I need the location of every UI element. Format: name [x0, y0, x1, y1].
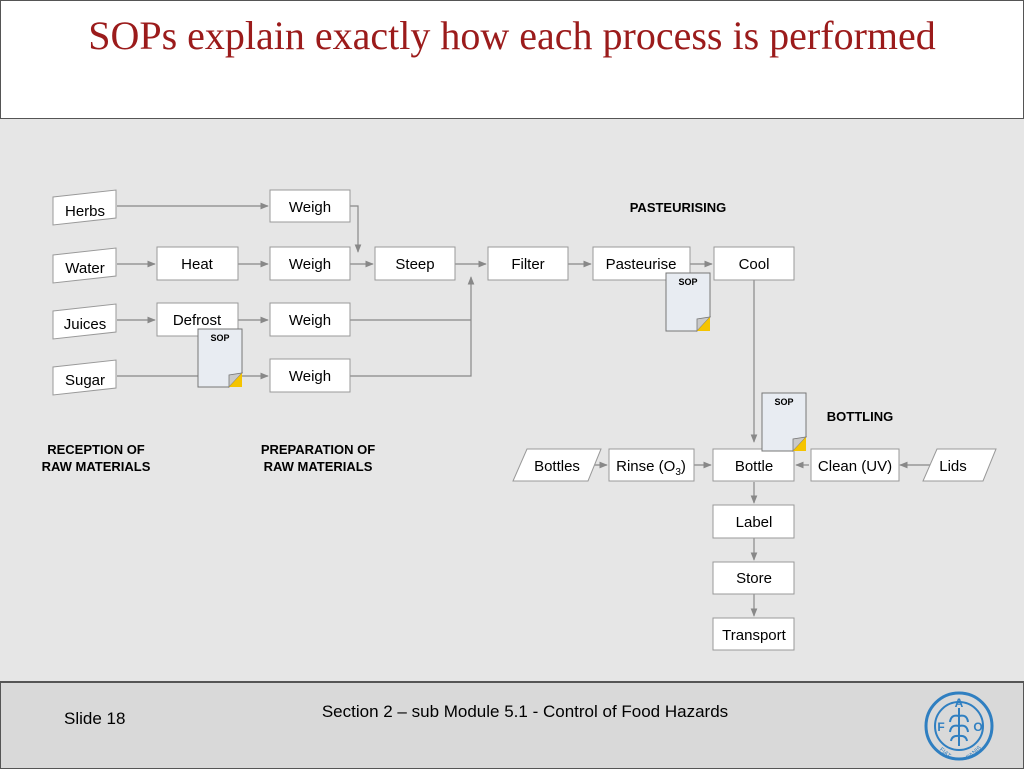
input-water-label: Water: [65, 260, 104, 277]
input-sugar: Sugar: [52, 359, 117, 396]
step-pasteurise: Pasteurise: [592, 246, 691, 281]
input-juices-label: Juices: [64, 316, 107, 333]
sop-document-icon: SOP: [665, 272, 712, 333]
step-cool-label: Cool: [739, 256, 770, 273]
step-weigh-sugar: Weigh: [269, 358, 351, 393]
title-bar: [0, 0, 1024, 120]
input-lids-label: Lids: [939, 458, 967, 475]
logo-letter-f: F: [937, 720, 944, 734]
section-reception-line1: RECEPTION OF: [47, 442, 145, 457]
step-clean: Clean (UV): [810, 448, 900, 482]
step-bottle: Bottle: [712, 448, 795, 482]
step-steep-label: Steep: [395, 256, 434, 273]
step-heat-label: Heat: [181, 256, 214, 273]
step-bottle-label: Bottle: [735, 458, 773, 475]
step-defrost-label: Defrost: [173, 312, 222, 329]
step-clean-label: Clean (UV): [818, 458, 892, 475]
input-herbs-label: Herbs: [65, 203, 105, 220]
step-weigh-juices: Weigh: [269, 302, 351, 337]
flow-diagram-area: Herbs Water Juices Sugar Bottles Lids We…: [0, 119, 1024, 681]
step-transport: Transport: [712, 617, 795, 651]
section-reception-line2: RAW MATERIALS: [42, 459, 151, 474]
sop-document-icon: SOP: [197, 328, 244, 389]
step-pasteurise-label: Pasteurise: [606, 256, 677, 273]
section-preparation-line1: PREPARATION OF: [261, 442, 375, 457]
connectors: [117, 202, 930, 617]
logo-letter-o: O: [973, 720, 982, 734]
section-pasteurising: PASTEURISING: [630, 200, 727, 215]
step-weigh-herbs-label: Weigh: [289, 199, 331, 216]
section-caption: Section 2 – sub Module 5.1 - Control of …: [321, 702, 729, 721]
input-sugar-label: Sugar: [65, 372, 105, 389]
step-heat: Heat: [156, 246, 239, 281]
step-label-label: Label: [736, 514, 773, 531]
process-flow-diagram: Herbs Water Juices Sugar Bottles Lids We…: [42, 189, 997, 651]
step-steep: Steep: [374, 246, 456, 281]
step-label: Label: [712, 504, 795, 539]
fao-logo: A F O FIAT PANIS: [924, 691, 994, 761]
step-weigh-water: Weigh: [269, 246, 351, 281]
sop-label: SOP: [678, 277, 697, 287]
sop-label: SOP: [774, 397, 793, 407]
step-weigh-sugar-label: Weigh: [289, 368, 331, 385]
logo-letter-a: A: [955, 696, 964, 710]
step-filter-label: Filter: [511, 256, 544, 273]
step-weigh-herbs: Weigh: [269, 189, 351, 223]
section-bottling: BOTTLING: [827, 409, 893, 424]
slide-title: SOPs explain exactly how each process is…: [88, 13, 936, 58]
sop-document-icon: SOP: [761, 392, 808, 453]
step-cool: Cool: [713, 246, 795, 281]
input-bottles: Bottles: [512, 448, 602, 482]
input-water: Water: [52, 247, 117, 284]
step-filter: Filter: [487, 246, 569, 281]
input-bottles-label: Bottles: [534, 458, 580, 475]
step-weigh-juices-label: Weigh: [289, 312, 331, 329]
sop-label: SOP: [210, 333, 229, 343]
input-juices: Juices: [52, 303, 117, 340]
input-lids: Lids: [922, 448, 997, 482]
slide-number: Slide 18: [64, 709, 126, 728]
step-weigh-water-label: Weigh: [289, 256, 331, 273]
section-preparation-line2: RAW MATERIALS: [264, 459, 373, 474]
step-rinse: Rinse (O3): [608, 448, 695, 482]
step-transport-label: Transport: [722, 627, 786, 644]
step-store-label: Store: [736, 570, 772, 587]
footer-bar: Slide 18 Section 2 – sub Module 5.1 - Co…: [0, 681, 1024, 769]
step-rinse-label: Rinse (O3): [616, 458, 686, 478]
step-store: Store: [712, 561, 795, 595]
input-herbs: Herbs: [52, 189, 117, 226]
